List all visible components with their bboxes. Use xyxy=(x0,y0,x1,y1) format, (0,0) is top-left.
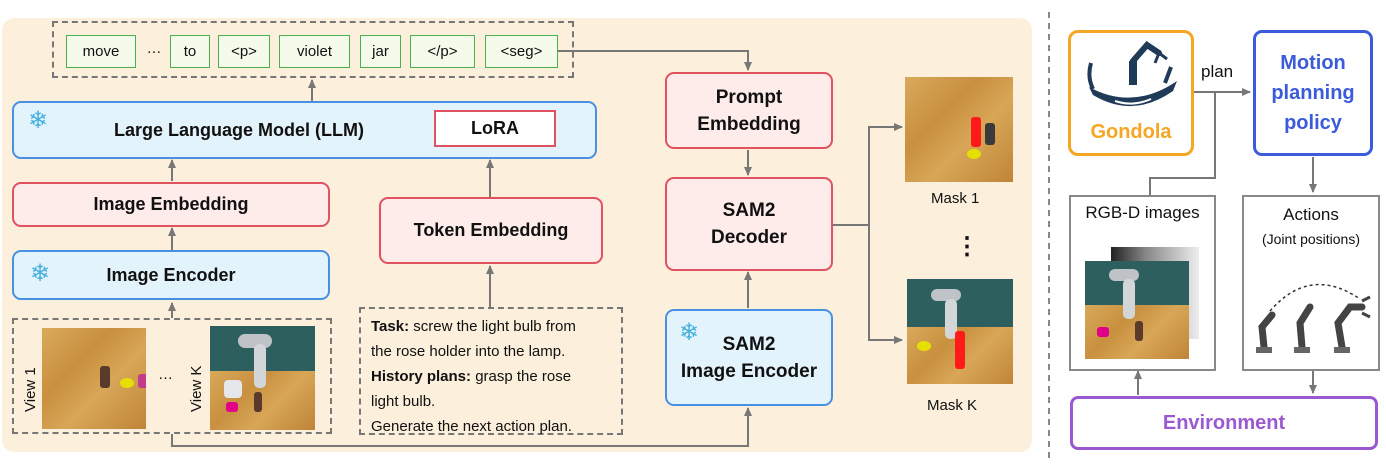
sam2-encoder-line2: Image Encoder xyxy=(680,360,818,382)
token-jar: jar xyxy=(360,35,401,68)
task-line-2: the rose holder into the lamp. xyxy=(371,343,566,360)
rgbd-label: RGB-D images xyxy=(1085,203,1200,222)
image-embedding-box: Image Embedding xyxy=(12,182,330,227)
motion-planning-policy-box: Motion planning policy xyxy=(1253,30,1373,156)
mask-k-image xyxy=(907,279,1013,384)
task-line-1: Task: screw the light bulb from xyxy=(371,314,611,339)
history-line-2: light bulb. xyxy=(371,393,436,410)
view-1-image xyxy=(42,328,146,429)
mask-1-label: Mask 1 xyxy=(931,190,980,207)
view-k-label: View K xyxy=(188,365,205,412)
frozen-snowflake-icon: ❄ xyxy=(30,260,51,287)
motion-line1: Motion xyxy=(1280,52,1346,74)
lora-box: LoRA xyxy=(434,110,556,147)
token-ellipsis: … xyxy=(146,40,162,57)
rgbd-images-box: RGB-D images xyxy=(1069,195,1216,371)
task-description-box: Task: screw the light bulb from the rose… xyxy=(359,307,623,435)
token-output-group xyxy=(52,21,574,78)
mask-1-image xyxy=(905,77,1013,182)
sam2-image-encoder-box: ❄ SAM2 Image Encoder xyxy=(665,309,833,406)
token-violet: violet xyxy=(279,35,350,68)
image-encoder-label: Image Encoder xyxy=(106,264,236,285)
gondola-label: Gondola xyxy=(1090,121,1172,143)
motion-line2: planning xyxy=(1271,82,1355,104)
token-to: to xyxy=(170,35,210,68)
frozen-snowflake-icon: ❄ xyxy=(679,319,700,346)
views-group xyxy=(12,318,332,434)
sam2-decoder-box: SAM2 Decoder xyxy=(665,177,833,271)
actions-box: Actions (Joint positions) xyxy=(1242,195,1380,371)
mask-k-label: Mask K xyxy=(927,397,978,414)
robot-arm-poses-icon xyxy=(1256,283,1371,353)
image-encoder-box: ❄ Image Encoder xyxy=(12,250,330,300)
prompt-embedding-line1: Prompt xyxy=(715,86,783,108)
joint-positions-label: (Joint positions) xyxy=(1261,231,1361,247)
mask-dots: ⋮ xyxy=(955,233,979,260)
token-p-open: <p> xyxy=(218,35,270,68)
views-ellipsis: … xyxy=(158,366,173,383)
token-embedding-box: Token Embedding xyxy=(379,197,603,264)
view-1-label: View 1 xyxy=(22,367,39,412)
environment-box: Environment xyxy=(1070,396,1378,450)
gondola-box: Gondola xyxy=(1068,30,1194,156)
history-label: History plans: xyxy=(371,368,472,385)
frozen-snowflake-icon: ❄ xyxy=(28,107,49,134)
token-move: move xyxy=(66,35,136,68)
sam2-encoder-line1: SAM2 xyxy=(722,333,776,355)
gondola-logo-icon xyxy=(1087,41,1177,107)
plan-label: plan xyxy=(1201,62,1234,81)
view-k-image xyxy=(210,326,315,430)
actions-label: Actions xyxy=(1283,205,1339,224)
history-line-1: History plans: grasp the rose xyxy=(371,364,611,389)
history-text-1: grasp the rose xyxy=(471,368,572,385)
task-label: Task: xyxy=(371,318,410,335)
generate-line: Generate the next action plan. xyxy=(371,418,572,435)
sam2-decoder-line1: SAM2 xyxy=(722,200,776,221)
prompt-embedding-box: Prompt Embedding xyxy=(665,72,833,149)
rgb-image xyxy=(1085,261,1189,359)
task-text-1: screw the light bulb from xyxy=(409,318,576,335)
prompt-embedding-line2: Embedding xyxy=(697,113,801,135)
sam2-decoder-line2: Decoder xyxy=(710,227,788,248)
token-p-close: </p> xyxy=(410,35,475,68)
token-seg: <seg> xyxy=(485,35,558,68)
llm-label: Large Language Model (LLM) xyxy=(114,119,364,140)
motion-line3: policy xyxy=(1284,112,1342,134)
